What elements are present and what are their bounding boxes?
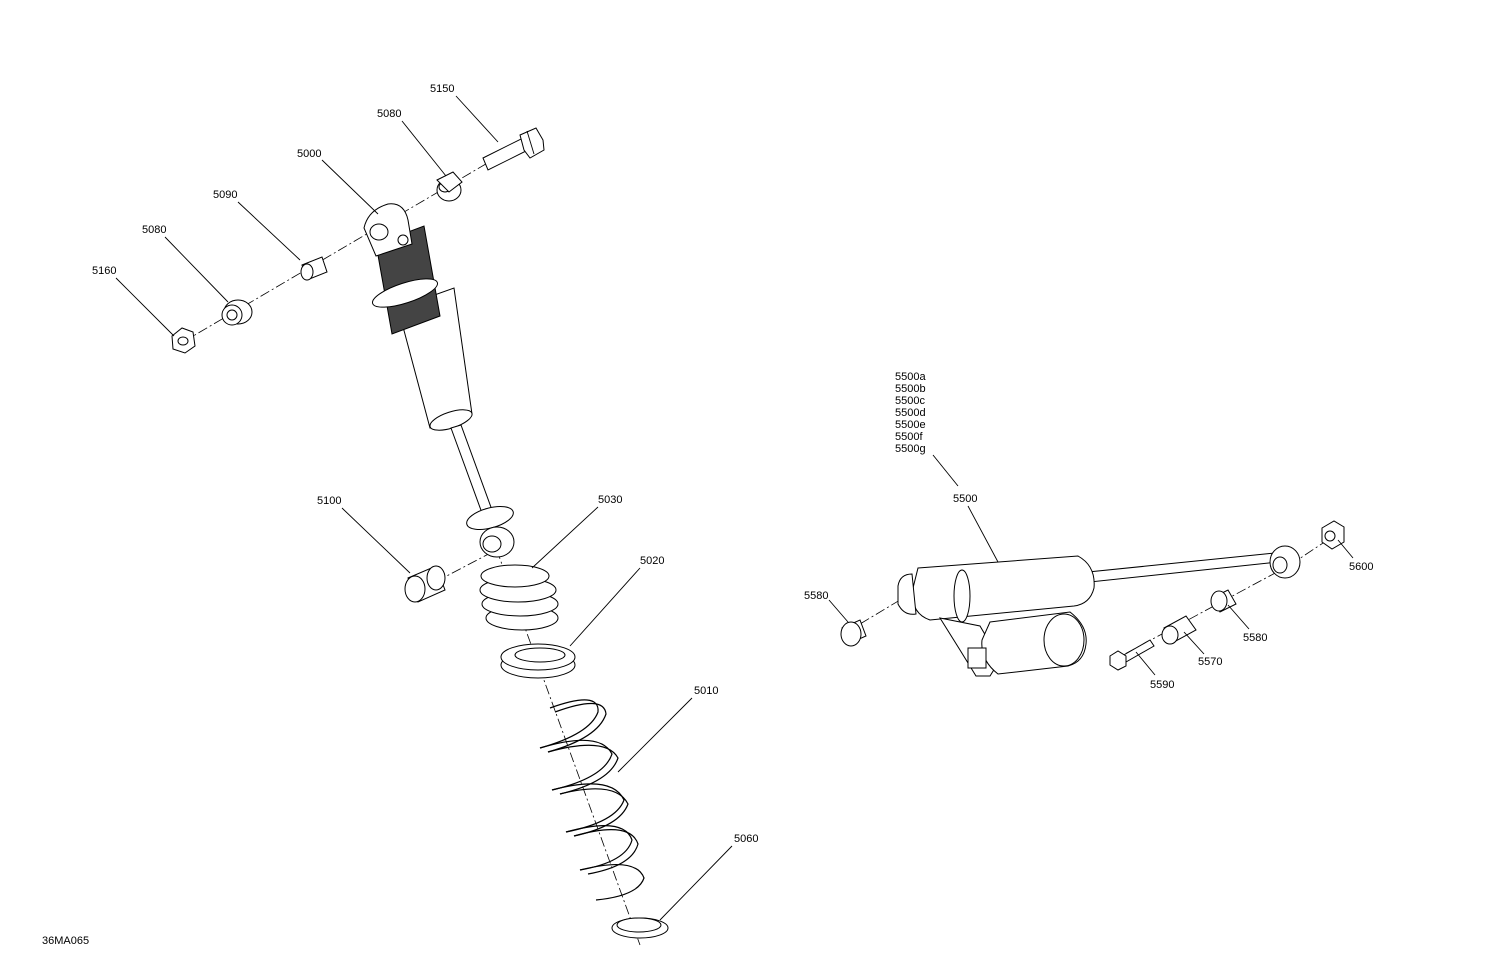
label-5080-left: 5080 <box>142 224 166 236</box>
label-5500g: 5500g <box>895 443 926 455</box>
label-5020: 5020 <box>640 555 664 567</box>
label-5500a: 5500a <box>895 371 926 383</box>
label-5500c: 5500c <box>895 395 925 407</box>
label-5150: 5150 <box>430 83 454 95</box>
label-5000: 5000 <box>297 148 321 160</box>
bolt-5150 <box>482 127 545 171</box>
bushing-5080-left <box>221 299 253 326</box>
washer-5060 <box>611 917 669 939</box>
shock-5500 <box>897 545 1301 677</box>
label-5500d: 5500d <box>895 407 926 419</box>
label-5580-left: 5580 <box>804 590 828 602</box>
label-5500: 5500 <box>953 493 977 505</box>
label-5060: 5060 <box>734 833 758 845</box>
front-shock-assembly <box>115 95 901 946</box>
sleeve-5570 <box>1161 615 1197 645</box>
label-5010: 5010 <box>694 685 718 697</box>
bushing-5080-top <box>436 171 463 202</box>
label-5160: 5160 <box>92 265 116 277</box>
label-5090: 5090 <box>213 189 237 201</box>
label-5080-top: 5080 <box>377 108 401 120</box>
label-5600: 5600 <box>1349 561 1373 573</box>
figure-code: 36MA065 <box>42 935 89 947</box>
bolt-5590 <box>1109 639 1155 671</box>
nut-5600 <box>1321 520 1345 550</box>
label-5500e: 5500e <box>895 419 926 431</box>
spring-seat-5020 <box>500 643 576 679</box>
label-5580-right: 5580 <box>1243 632 1267 644</box>
sleeve-5090 <box>300 256 328 281</box>
label-5590: 5590 <box>1150 679 1174 691</box>
shock-body-5000 <box>363 203 515 558</box>
label-5500b: 5500b <box>895 383 926 395</box>
label-5100: 5100 <box>317 495 341 507</box>
label-5570: 5570 <box>1198 656 1222 668</box>
bushing-5100 <box>404 565 446 603</box>
coil-spring-5010 <box>539 699 645 901</box>
rear-shock-assembly <box>828 454 1354 677</box>
nut-5160 <box>171 327 196 354</box>
bushing-5580-right <box>1210 589 1237 613</box>
label-5030: 5030 <box>598 494 622 506</box>
variant-label-list: 5500a 5500b 5500c 5500d 5500e 5500f 5500… <box>895 371 926 455</box>
bushing-5580-left <box>840 619 867 647</box>
retainer-5030 <box>479 564 559 631</box>
label-5500f: 5500f <box>895 431 923 443</box>
